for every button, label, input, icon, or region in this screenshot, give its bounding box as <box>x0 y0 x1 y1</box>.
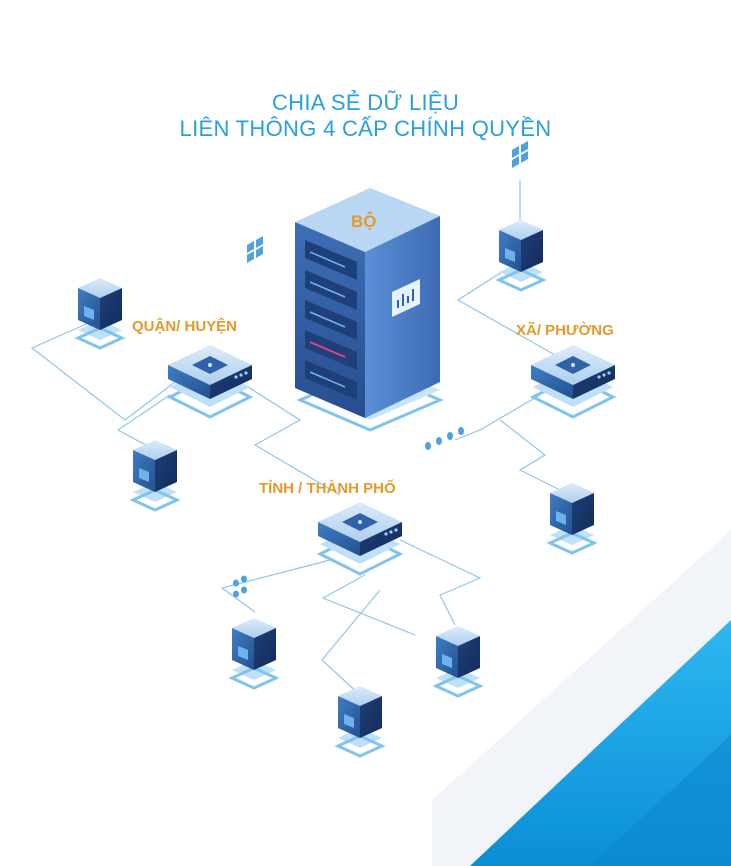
connection-lines <box>30 180 561 696</box>
label-quan-huyen: QUẬN/ HUYỆN <box>132 318 238 335</box>
node-cube <box>74 278 126 350</box>
label-tinh-thanh-pho: TỈNH / THÀNH PHỐ <box>259 480 396 497</box>
node-cube <box>495 220 547 292</box>
hub-tinh-thanh-pho <box>316 502 404 576</box>
node-cube <box>546 483 598 555</box>
label-bo: BỘ <box>351 212 377 231</box>
title-line-2: LIÊN THÔNG 4 CẤP CHÍNH QUYỀN <box>179 116 552 141</box>
dots-icon <box>233 427 464 598</box>
hub-xa-phuong <box>529 345 617 419</box>
node-cube <box>432 626 484 698</box>
node-cube <box>129 440 181 512</box>
rack-unit <box>305 240 357 400</box>
node-cube <box>334 686 386 758</box>
server-rack-bo <box>295 188 444 432</box>
hub-quan-huyen <box>166 345 254 419</box>
rack-panel <box>392 279 420 317</box>
label-xa-phuong: XÃ/ PHƯỜNG <box>516 322 614 339</box>
node-cube <box>228 618 280 690</box>
title-line-1: CHIA SẺ DỮ LIỆU <box>271 90 460 115</box>
corner-decoration <box>432 530 731 866</box>
window-glyph-icon <box>247 141 528 263</box>
